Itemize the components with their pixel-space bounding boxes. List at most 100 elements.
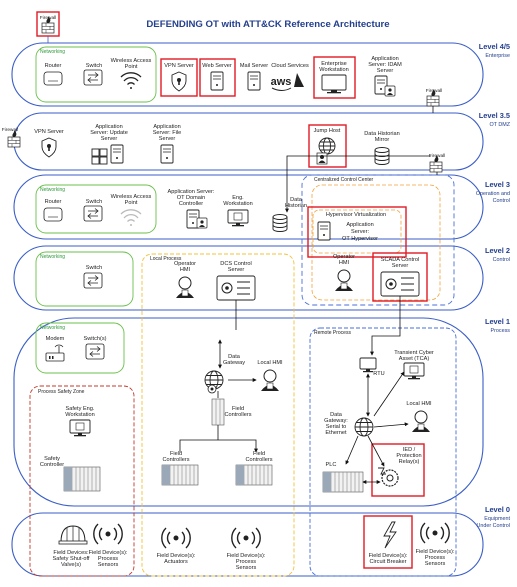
plc-rack-icon	[211, 398, 225, 426]
enterprise-ws-label-1: Enterprise	[321, 61, 347, 67]
connector-gateway-hmi-remote	[373, 422, 409, 428]
update-server-label-1: Application	[95, 124, 122, 130]
tca-label-2: Asset (TCA)	[399, 356, 430, 362]
dcs-server-label-1: DCS Control	[220, 261, 251, 267]
level-3-sub: Operation and	[476, 191, 510, 197]
aws-smile-icon	[271, 87, 292, 91]
firewall-icon	[7, 130, 21, 148]
antenna-icon	[161, 527, 191, 549]
monitor-icon	[359, 357, 377, 373]
person-icon	[335, 269, 353, 291]
windows-icon	[91, 148, 108, 165]
connector-scada-rtu	[370, 296, 401, 356]
file-server-label-3: Server	[159, 136, 176, 142]
field-ctrl-top-label-1: Field	[232, 406, 244, 412]
enterprise-ws-label-2: Workstation	[319, 67, 348, 73]
router-icon	[43, 71, 63, 86]
update-server-label-2: Server: Update	[90, 130, 128, 136]
data-historian-label-1: Data	[290, 197, 303, 203]
fd-sensors-safety-label-2: Process	[98, 556, 118, 562]
file-server-label-2: Server: File	[153, 130, 182, 136]
eng-workstation-label-2: Workstation	[223, 201, 252, 207]
person-badge-icon	[196, 217, 208, 229]
fd-actuators-label-2: Actuators	[164, 559, 188, 565]
switches-label: Switch(s)	[84, 336, 107, 342]
operator-hmi-cc-label-2: HMI	[339, 260, 350, 266]
safety-ws-label-2: Workstation	[65, 412, 94, 418]
local-hmi-label: Local HMI	[257, 360, 283, 366]
level-2-name: Level 2	[485, 246, 510, 255]
wap-l3-label-2: Point	[125, 200, 138, 206]
fd-breaker-label-1: Field Device(s):	[369, 553, 408, 559]
monitor-icon	[321, 74, 347, 94]
gateway-label-2: Gateway	[223, 360, 245, 366]
ied-highlight	[371, 443, 425, 497]
historian-mirror-label-2: Mirror	[375, 137, 390, 143]
remote-process-box	[309, 327, 457, 577]
level-4-5-name: Level 4/5	[479, 42, 510, 51]
plc-rack-icon	[63, 466, 101, 492]
wap-label-1: Wireless Access	[111, 58, 152, 64]
switch-l2-label: Switch	[86, 265, 102, 271]
level-3-5-name: Level 3.5	[479, 111, 510, 120]
vpn-server-highlight	[160, 58, 198, 97]
breaker-highlight	[363, 515, 413, 569]
fd-safety-label-2: Safety Shut-off	[53, 556, 90, 562]
plc-rack-icon	[161, 464, 199, 486]
fd-safety-label-1: Field Devices:	[53, 550, 89, 556]
local-hmi-remote-label: Local HMI	[406, 401, 432, 407]
ied-label-2: Protection	[396, 453, 421, 459]
gw-serial-label-3: Serial to	[326, 424, 347, 430]
remote-process-label: Remote Process	[314, 330, 351, 336]
switch-icon	[83, 69, 103, 86]
helmet-icon	[58, 525, 88, 545]
field-ctrl-left-label-2: Controllers	[162, 457, 189, 463]
monitor-icon	[69, 419, 91, 437]
cloud-services-label: Cloud Services	[271, 63, 309, 69]
level-2-sub: Control	[493, 257, 510, 263]
band-level-3	[13, 174, 484, 240]
safety-ctrl-label-1: Safety	[44, 456, 60, 462]
server-icon	[110, 144, 124, 164]
hypervisor-title: Hypervisor Virtualization	[326, 212, 386, 218]
globe-icon	[318, 137, 336, 155]
fd-sensors-remote-label-2: Process	[425, 555, 445, 561]
update-server-label-3: Server	[101, 136, 118, 142]
azure-logo-icon	[294, 73, 304, 87]
band-level-2	[13, 245, 484, 311]
operator-hmi-l2-label-1: Operator	[174, 261, 196, 267]
level-3-name: Level 3	[485, 180, 510, 189]
centralized-box	[301, 174, 455, 306]
fd-sensors-remote-label-3: Sensors	[425, 561, 446, 567]
field-ctrl-top-label-2: Controllers	[224, 412, 251, 418]
domain-controller-label-3: Controller	[179, 201, 203, 207]
switch-label-l45: Switch	[86, 63, 102, 69]
fd-sensors-safety-label-1: Field Device(s):	[89, 550, 128, 556]
fd-sensors-local-label-2: Process	[236, 559, 256, 565]
level-3-5-sub: OT DMZ	[489, 122, 510, 128]
hv-app-label-2: Server:	[351, 229, 369, 235]
monitor-icon	[227, 209, 249, 227]
wap-l3-label-1: Wireless Access	[111, 194, 152, 200]
router-label: Router	[45, 63, 62, 69]
connectors	[179, 106, 438, 484]
plc-rack-icon	[235, 464, 273, 486]
fd-actuators-label-1: Field Device(s):	[157, 553, 196, 559]
dcs-server-label-2: Server	[228, 267, 245, 273]
level-2-devices: Switch Operator HMI DCS Control Server O…	[83, 252, 428, 302]
hv-app-label-1: Application	[346, 222, 373, 228]
group-boxes: Networking Networking Networking Network…	[29, 46, 457, 577]
networking-box-l45	[35, 46, 157, 103]
controller-icon	[380, 271, 420, 297]
router-l3-label: Router	[45, 199, 62, 205]
field-ctrl-left-label-1: Field	[170, 451, 182, 457]
firewall-icon	[41, 16, 55, 34]
web-server-highlight	[199, 58, 236, 97]
gw-serial-label-2: Gateway:	[324, 418, 348, 424]
fd-breaker-label-2: Circuit Breaker	[370, 559, 407, 565]
data-historian-label-2: Historian	[285, 203, 307, 209]
gear-icon	[381, 469, 399, 487]
local-process-label: Local Process	[150, 256, 182, 262]
level-0-sub2: Under Control	[476, 523, 510, 529]
idam-label-1: Application	[371, 56, 398, 62]
